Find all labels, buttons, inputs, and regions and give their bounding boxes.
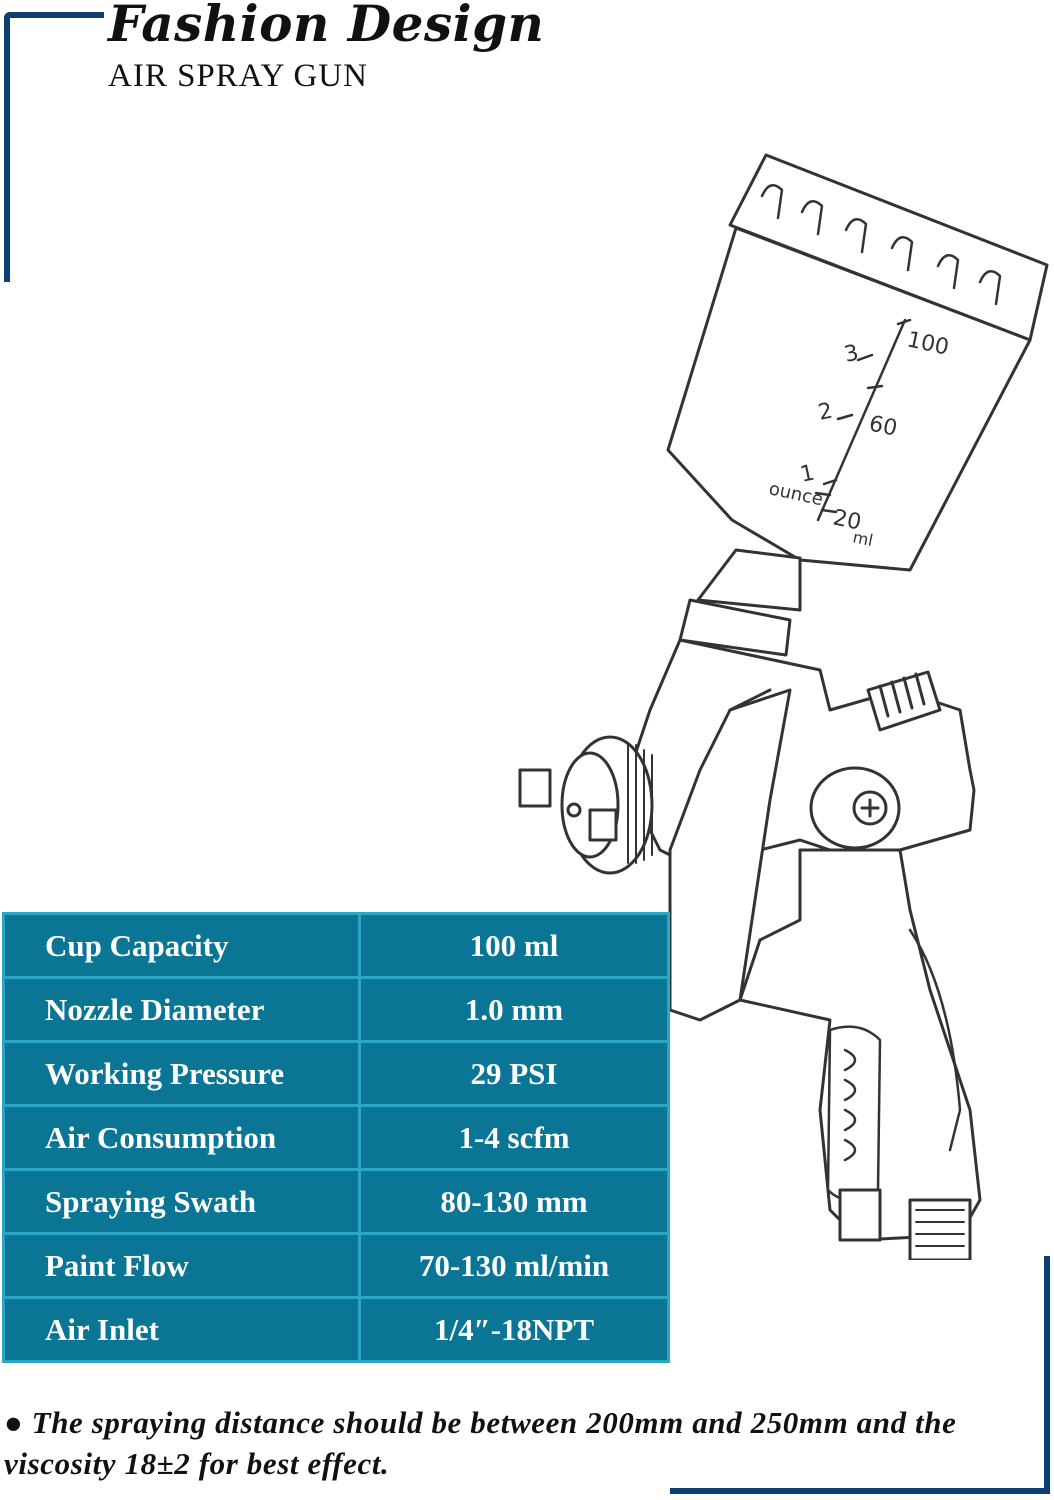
table-row: Spraying Swath 80-130 mm <box>2 1168 670 1235</box>
spec-label: Working Pressure <box>2 1040 361 1107</box>
spec-table: Cup Capacity 100 ml Nozzle Diameter 1.0 … <box>2 912 670 1363</box>
scale-ml-20: 20 <box>831 505 864 535</box>
table-row: Air Consumption 1-4 scfm <box>2 1104 670 1171</box>
page-title: Fashion Design <box>108 0 545 53</box>
lid-grip-ridges <box>760 183 1002 306</box>
spec-label: Cup Capacity <box>2 912 361 979</box>
scale-ounce-1: 1 <box>798 461 817 488</box>
air-inlet-fitting <box>838 1188 972 1260</box>
scale-ounce-2: 2 <box>816 399 835 426</box>
spec-value: 70-130 ml/min <box>358 1232 670 1299</box>
air-cap-ring <box>518 735 654 875</box>
table-row: Cup Capacity 100 ml <box>2 912 670 979</box>
spray-gun-illustration: 3 2 1 ounce 100 60 20 ml <box>518 153 1049 1260</box>
frame-edge-right <box>1044 1256 1050 1494</box>
spec-value: 1-4 scfm <box>358 1104 670 1171</box>
table-row: Air Inlet 1/4″-18NPT <box>2 1296 670 1363</box>
frame-corner-bottom-right <box>670 1488 1050 1494</box>
air-cap-knurl <box>627 744 653 864</box>
scale-ounce-3: 3 <box>842 341 861 368</box>
trigger <box>668 688 792 1022</box>
table-row: Nozzle Diameter 1.0 mm <box>2 976 670 1043</box>
spec-value: 80-130 mm <box>358 1168 670 1235</box>
table-row: Working Pressure 29 PSI <box>2 1040 670 1107</box>
spec-value: 29 PSI <box>358 1040 670 1107</box>
pattern-adjust-knob <box>809 766 901 850</box>
fluid-adjust-knob <box>866 670 942 732</box>
frame-corner-top-left <box>4 12 104 18</box>
cup-connector <box>678 598 792 657</box>
page-subtitle: AIR SPRAY GUN <box>108 58 368 94</box>
cup-measure-scale <box>814 318 912 522</box>
spec-label: Air Inlet <box>2 1296 361 1363</box>
cup-neck <box>696 548 802 612</box>
table-row: Paint Flow 70-130 ml/min <box>2 1232 670 1299</box>
spec-value: 1/4″-18NPT <box>358 1296 670 1363</box>
spec-value: 1.0 mm <box>358 976 670 1043</box>
spec-value: 100 ml <box>358 912 670 979</box>
spec-label: Paint Flow <box>2 1232 361 1299</box>
scale-ml-60: 60 <box>867 411 900 441</box>
frame-edge-left <box>4 12 10 282</box>
usage-note: ● The spraying distance should be betwee… <box>4 1405 957 1481</box>
spec-label: Nozzle Diameter <box>2 976 361 1043</box>
spec-label: Spraying Swath <box>2 1168 361 1235</box>
spec-label: Air Consumption <box>2 1104 361 1171</box>
scale-ml-unit: ml <box>851 527 875 550</box>
